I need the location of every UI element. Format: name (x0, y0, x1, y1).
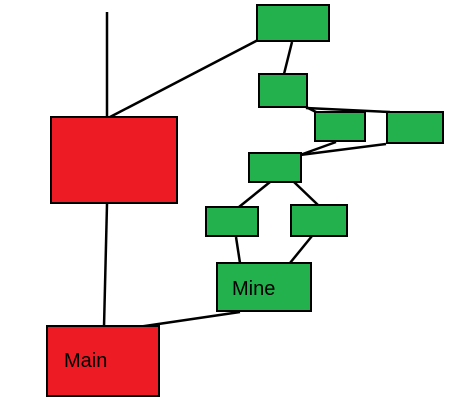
green-box-6 (205, 206, 259, 237)
green-box-4 (386, 111, 444, 144)
edge-green-4-green-5 (299, 142, 387, 157)
mine-box: Mine (216, 262, 312, 312)
edge-green-2-green-4 (305, 106, 391, 114)
red-upper-box (50, 116, 178, 204)
green-box-7 (290, 204, 348, 237)
green-box-2 (258, 73, 308, 108)
trunk-line-bottom (102, 203, 109, 328)
edge-green-5-green-6 (238, 181, 271, 208)
mine-label: Mine (232, 278, 276, 300)
edge-green-7-mine (289, 235, 313, 264)
edge-green-5-green-7 (293, 181, 319, 206)
green-box-5 (248, 152, 302, 183)
edge-red-upper-green-1 (109, 38, 259, 119)
main-box: Main (46, 325, 160, 397)
edge-mine-main (137, 310, 241, 329)
edge-green-1-green-2 (282, 41, 294, 75)
main-label: Main (64, 350, 108, 372)
edge-green-3-green-5 (299, 140, 337, 157)
green-box-3 (314, 111, 366, 142)
edge-green-6-mine (234, 236, 242, 264)
green-box-1 (256, 4, 330, 42)
